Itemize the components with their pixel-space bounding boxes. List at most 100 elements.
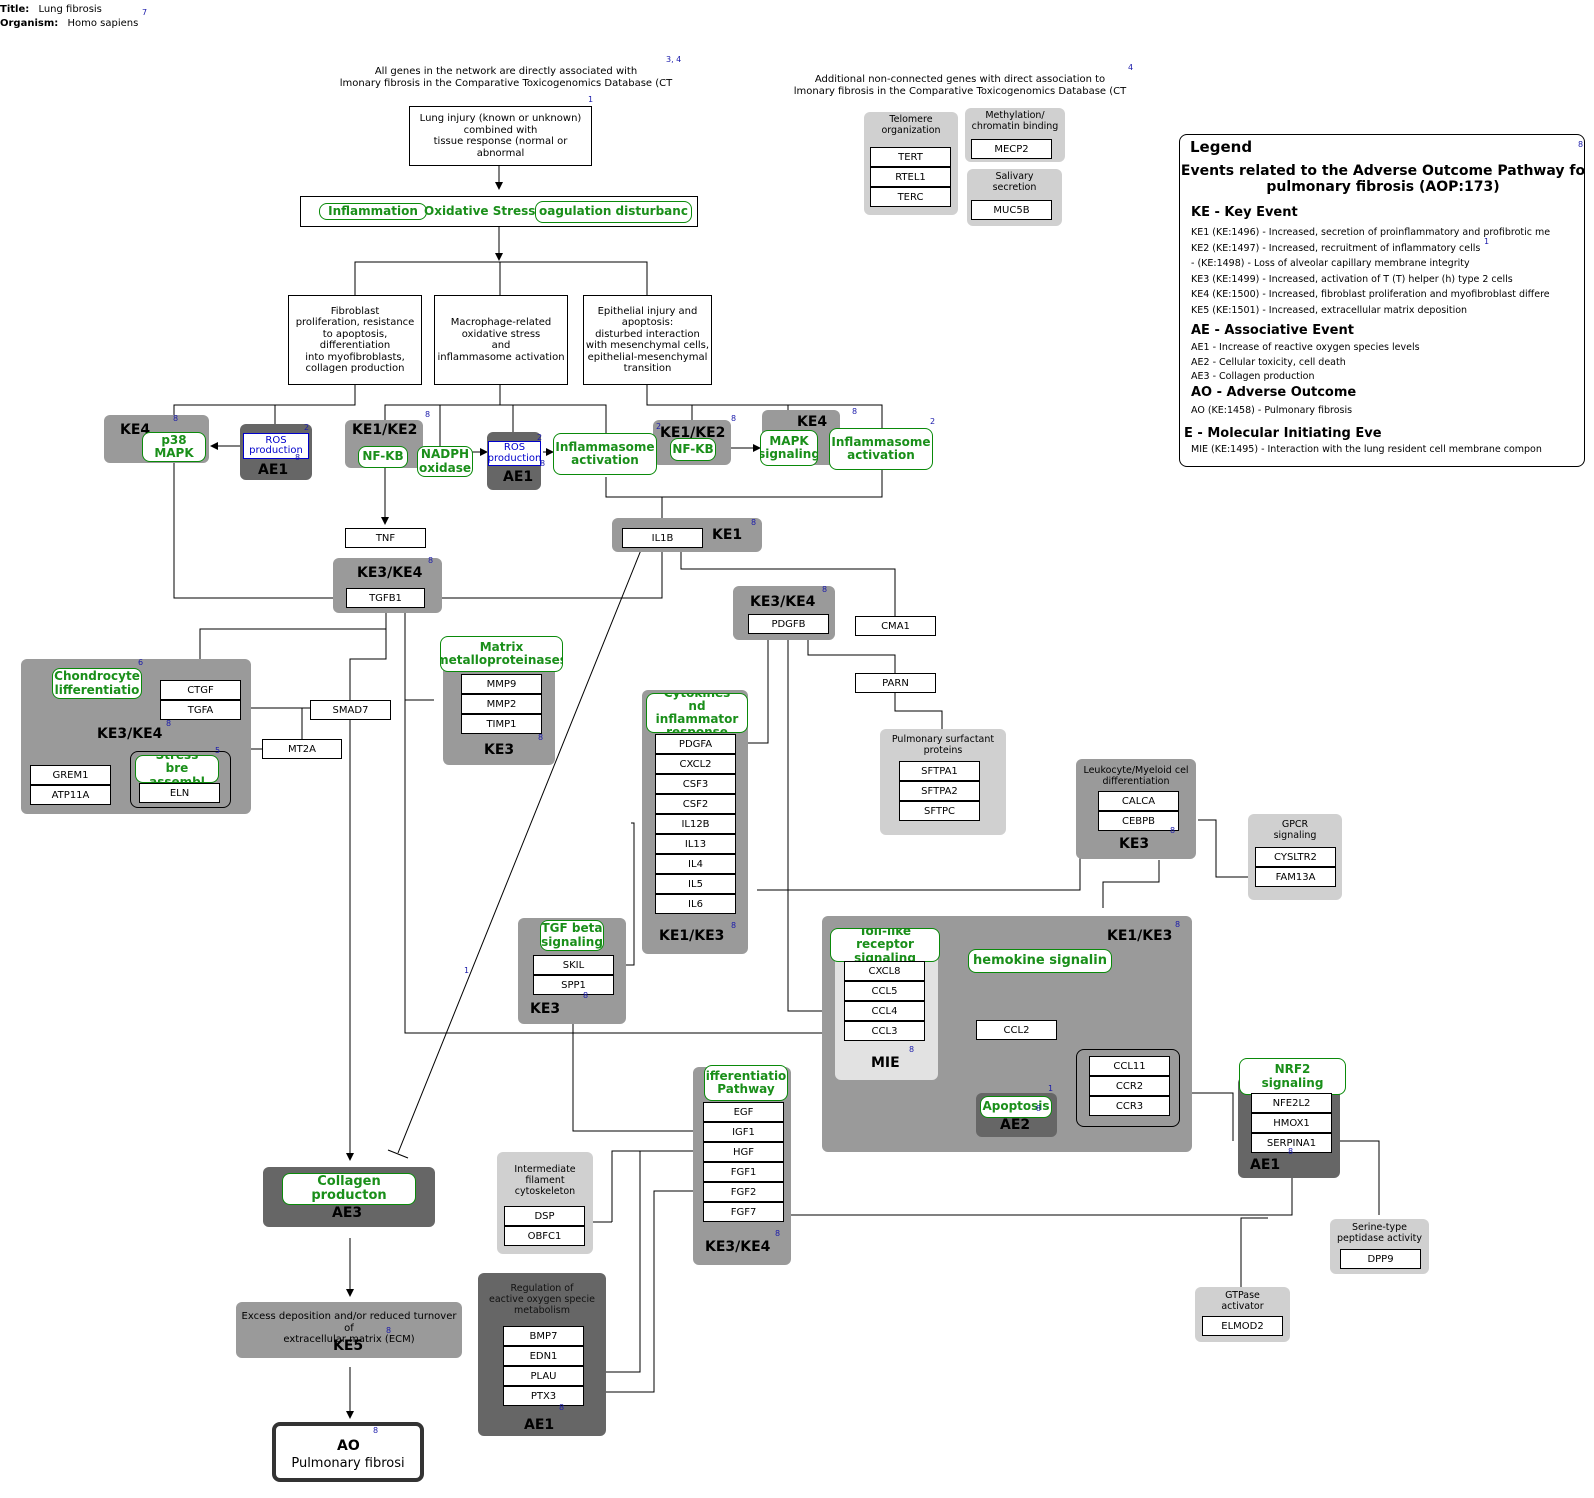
legend-ke-item: KE2 (KE:1497) - Increased, recruitment o… bbox=[1191, 242, 1481, 254]
legend-ae-item: AE3 - Collagen production bbox=[1191, 371, 1315, 382]
ref-mark: 8 bbox=[583, 991, 589, 1000]
ke5-text: Excess deposition and/or reduced turnove… bbox=[241, 1311, 457, 1345]
telomere-label: Telomere organization bbox=[881, 114, 941, 136]
gene-box-dpp9: DPP9 bbox=[1340, 1249, 1421, 1269]
legend-title: Legend bbox=[1190, 138, 1253, 156]
legend-ae-item: AE2 - Cellular toxicity, cell death bbox=[1191, 356, 1346, 368]
gene-box-igf1: IGF1 bbox=[703, 1122, 784, 1142]
group-ke3-leuko-label: KE3 bbox=[1119, 836, 1150, 852]
salivary-label: Salivary secretion bbox=[992, 171, 1037, 193]
ctd-connected-ref: 3, 4 bbox=[666, 55, 682, 64]
legend-ke-item: KE5 (KE:1501) - Increased, extracellular… bbox=[1191, 304, 1468, 316]
group-ke3ke4-left-label: KE3/KE4 bbox=[97, 726, 163, 742]
gene-box-ptx3: PTX3 bbox=[503, 1386, 584, 1406]
gene-box-il12b: IL12B bbox=[655, 814, 736, 834]
legend-panel: Legend 8 Events related to the Adverse O… bbox=[1179, 134, 1585, 467]
gene-box-tnf: TNF bbox=[345, 528, 426, 548]
ref-mark: 6 bbox=[138, 658, 144, 667]
coagulation-pathway: oagulation disturbanc bbox=[535, 201, 692, 223]
legend-heading: Events related to the Adverse Outcome Pa… bbox=[1180, 163, 1585, 196]
ref-mark: 5 bbox=[215, 746, 221, 755]
gene-box-ccl3: CCL3 bbox=[844, 1021, 925, 1041]
legend-ae-heading: AE - Associative Event bbox=[1191, 323, 1354, 338]
ref-mark: 8 bbox=[428, 556, 434, 565]
ao-text: Pulmonary fibrosi bbox=[291, 1456, 405, 1471]
gene-box-skil: SKIL bbox=[533, 955, 614, 975]
gene-box-fgf1: FGF1 bbox=[703, 1162, 784, 1182]
gpcr-label: GPCR signaling bbox=[1273, 819, 1317, 841]
group-ke4-left-label: KE4 bbox=[120, 422, 151, 438]
nadph-oxidase-pathway: NADPH oxidase bbox=[417, 446, 473, 477]
ctd-unconnected-ref: 4 bbox=[1128, 63, 1134, 72]
ref-mark: 8 bbox=[909, 1045, 915, 1054]
organism-value: Homo sapiens bbox=[67, 18, 139, 29]
legend-ke-item: KE3 (KE:1499) - Increased, activation of… bbox=[1191, 273, 1513, 285]
ref-mark: 8 bbox=[166, 719, 172, 728]
title-ref: 7 bbox=[142, 8, 148, 17]
gene-box-pdgfb: PDGFB bbox=[748, 614, 829, 634]
gene-box-cysltr2: CYSLTR2 bbox=[1255, 847, 1336, 867]
gene-box-il1b: IL1B bbox=[622, 528, 703, 548]
group-ae1-ros-label: AE1 bbox=[524, 1417, 555, 1433]
adverse-outcome-box bbox=[272, 1422, 424, 1482]
gene-box-ccl4: CCL4 bbox=[844, 1001, 925, 1021]
group-ke4-right-label: KE4 bbox=[797, 414, 828, 430]
epithelial-box: Epithelial injury and apoptosis: disturb… bbox=[583, 295, 712, 385]
inflammation-pathway: Inflammation bbox=[319, 203, 427, 220]
legend-ke-item: KE1 (KE:1496) - Increased, secretion of … bbox=[1191, 227, 1551, 238]
gene-box-ccl11: CCL11 bbox=[1089, 1056, 1170, 1076]
inflammasome-pathway-a: Inflammasome activation bbox=[553, 433, 657, 475]
legend-ke-item: KE4 (KE:1500) - Increased, fibroblast pr… bbox=[1191, 289, 1550, 300]
ccr-group-frame bbox=[1076, 1049, 1180, 1127]
legend-small-ref: 1 bbox=[1484, 237, 1490, 246]
chondrocyte-pathway: Chondrocyte lifferentiatio bbox=[52, 668, 142, 699]
group-ke5 bbox=[236, 1302, 462, 1358]
ref-mark: 8 bbox=[1036, 1104, 1042, 1113]
ros-production-left: ROS production bbox=[243, 433, 309, 459]
differentiation-pathway: ifferentiatio Pathway bbox=[704, 1065, 788, 1101]
group-ae3-label: AE3 bbox=[332, 1205, 363, 1221]
group-mie-label: MIE bbox=[871, 1055, 900, 1071]
gene-box-tert: TERT bbox=[870, 147, 951, 167]
cytokines-pathway: Cytokines nd inflammator response bbox=[646, 693, 748, 733]
fibroblast-box: Fibroblast proliferation, resistance to … bbox=[288, 295, 422, 385]
gene-box-cxcl8: CXCL8 bbox=[844, 961, 925, 981]
ctd-unconnected-note: Additional non-connected genes with dire… bbox=[793, 74, 1127, 97]
gene-box-parn: PARN bbox=[855, 673, 936, 693]
ref-mark: 8 bbox=[373, 1426, 379, 1435]
legend-ref: 8 bbox=[1578, 140, 1584, 149]
p38-mapk-pathway: p38 MAPK bbox=[142, 432, 206, 462]
gene-box-sftpa1: SFTPA1 bbox=[899, 761, 980, 781]
gene-box-hmox1: HMOX1 bbox=[1251, 1113, 1332, 1133]
gene-box-csf3: CSF3 bbox=[655, 774, 736, 794]
ref-mark: 8 bbox=[731, 921, 737, 930]
group-ke3ke4-diff-label: KE3/KE4 bbox=[705, 1239, 771, 1255]
ref-mark: 2 bbox=[304, 423, 310, 432]
gene-box-plau: PLAU bbox=[503, 1366, 584, 1386]
gene-box-muc5b: MUC5B bbox=[971, 200, 1052, 220]
gene-box-fam13a: FAM13A bbox=[1255, 867, 1336, 887]
lung-injury-ref: 1 bbox=[588, 95, 594, 104]
ref-mark: 8 bbox=[538, 733, 544, 742]
chemokine-pathway: hemokine signalin bbox=[968, 949, 1112, 973]
apoptosis-pathway: Apoptosis bbox=[980, 1096, 1052, 1118]
gene-box-serpina1: SERPINA1 bbox=[1251, 1133, 1332, 1153]
group-ke3-tgf-label: KE3 bbox=[530, 1001, 561, 1017]
group-ae1-nrf2-label: AE1 bbox=[1250, 1157, 1281, 1173]
gene-box-hgf: HGF bbox=[703, 1142, 784, 1162]
ref-mark: 8 bbox=[173, 414, 179, 423]
nrf2-signaling-pathway: NRF2 signaling bbox=[1239, 1058, 1346, 1095]
ref-mark: 8 bbox=[540, 459, 546, 468]
gene-box-rtel1: RTEL1 bbox=[870, 167, 951, 187]
legend-mie-heading: E - Molecular Initiating Eve bbox=[1184, 426, 1382, 441]
gene-box-cma1: CMA1 bbox=[855, 616, 936, 636]
ref-mark: 8 bbox=[1170, 826, 1176, 835]
nfkb-pathway-a: NF-KB bbox=[358, 446, 408, 468]
gene-box-sftpa2: SFTPA2 bbox=[899, 781, 980, 801]
tgf-beta-pathway: TGF beta signaling bbox=[540, 920, 604, 951]
ref-mark: 8 bbox=[775, 1229, 781, 1238]
ref-mark: 2 bbox=[930, 417, 936, 426]
ref-mark: 2 bbox=[656, 422, 662, 431]
gene-box-pdgfa: PDGFA bbox=[655, 734, 736, 754]
ref-mark: 8 bbox=[1288, 1147, 1294, 1156]
